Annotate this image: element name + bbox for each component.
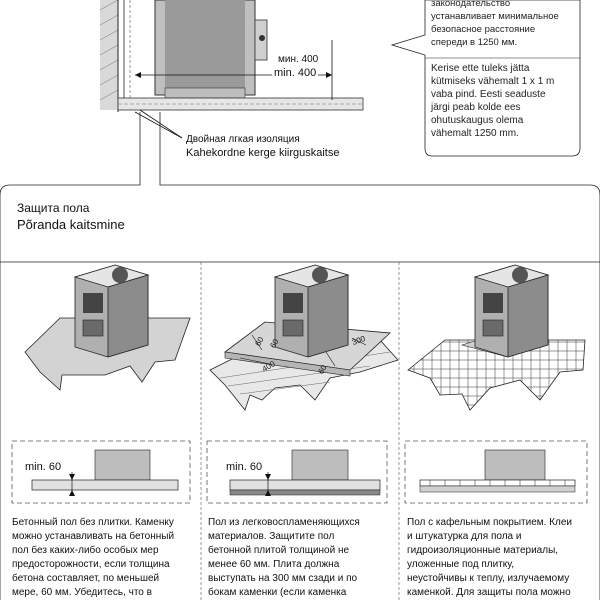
panel1-section — [11, 440, 191, 504]
dimension-label-et: min. 400 — [272, 67, 319, 80]
stove-top-view — [154, 0, 268, 99]
callout-ru: законодательство устанавливает минимальн… — [431, 0, 559, 48]
panel2-section — [206, 440, 388, 504]
dimension-label-ru: мин. 400 — [276, 53, 321, 66]
callout-et: Kerise ette tuleks jätta kütmiseks vähem… — [431, 63, 555, 139]
section-title-et: Põranda kaitsmine — [17, 217, 125, 232]
panel2-min-label: min. 60 — [226, 461, 263, 473]
insulation-label-ru: Двойная лгкая изоляция — [186, 134, 300, 145]
section-title-ru: Защита пола — [17, 201, 90, 215]
panel2-description: Пол из легковоспламеняющихся материалов.… — [208, 517, 360, 598]
insulation-label-et: Kahekordne kerge kiirguskaitse — [186, 147, 340, 159]
panel1-min-label: min. 60 — [25, 461, 62, 473]
panel3-drawing — [407, 264, 586, 411]
wall-hatch — [99, 0, 131, 112]
panel3-description: Пол с кафельным покрытием. Клеи и штукат… — [407, 517, 573, 598]
panel2-drawing — [209, 264, 399, 411]
panel1-description: Бетонный пол без плитки. Каменку можно у… — [12, 517, 175, 598]
panel3-section — [404, 440, 588, 504]
panel1-drawing — [24, 264, 191, 391]
